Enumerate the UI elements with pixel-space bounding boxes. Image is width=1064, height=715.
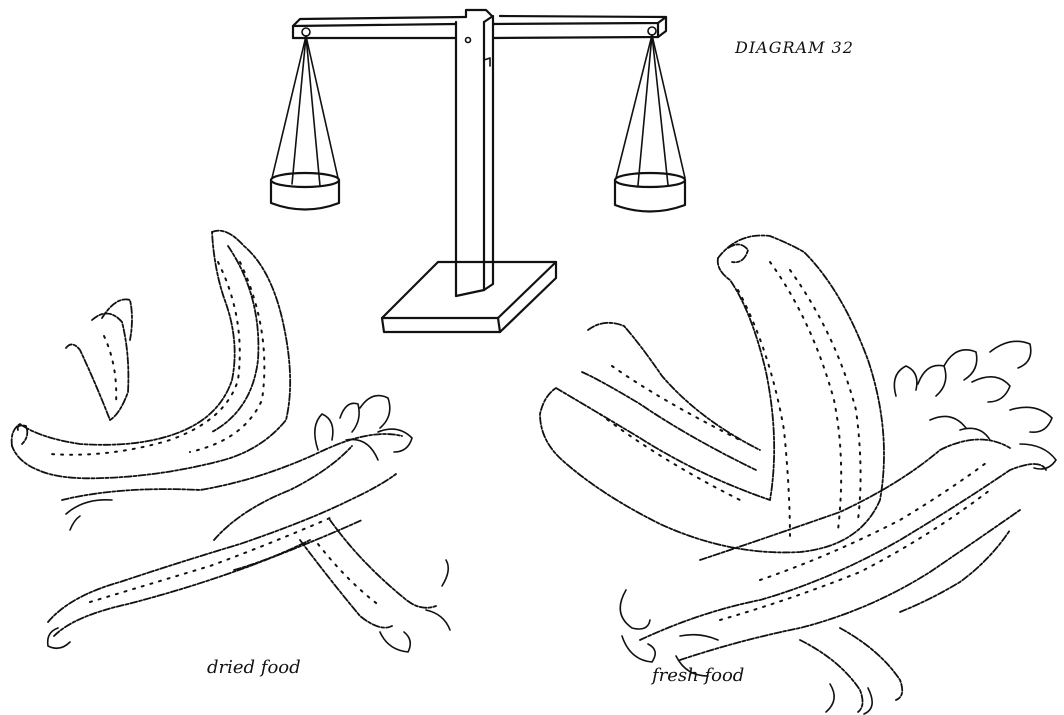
scale-pan-right [615,35,685,212]
diagram-title: DIAGRAM 32 [735,38,854,57]
balance-scale [271,10,685,332]
dried-food-label: dried food [207,657,301,678]
fresh-food-illustration [540,235,1056,714]
fresh-banana-bunch [540,235,884,552]
dried-roots [48,396,450,652]
scale-beam [293,10,666,38]
dried-food-illustration [12,231,450,652]
scale-pan-left [271,36,339,210]
scale-base [382,262,556,332]
scale-post [456,16,493,296]
fresh-food-label: fresh food [652,665,744,686]
dried-banana-bunch [12,231,291,479]
